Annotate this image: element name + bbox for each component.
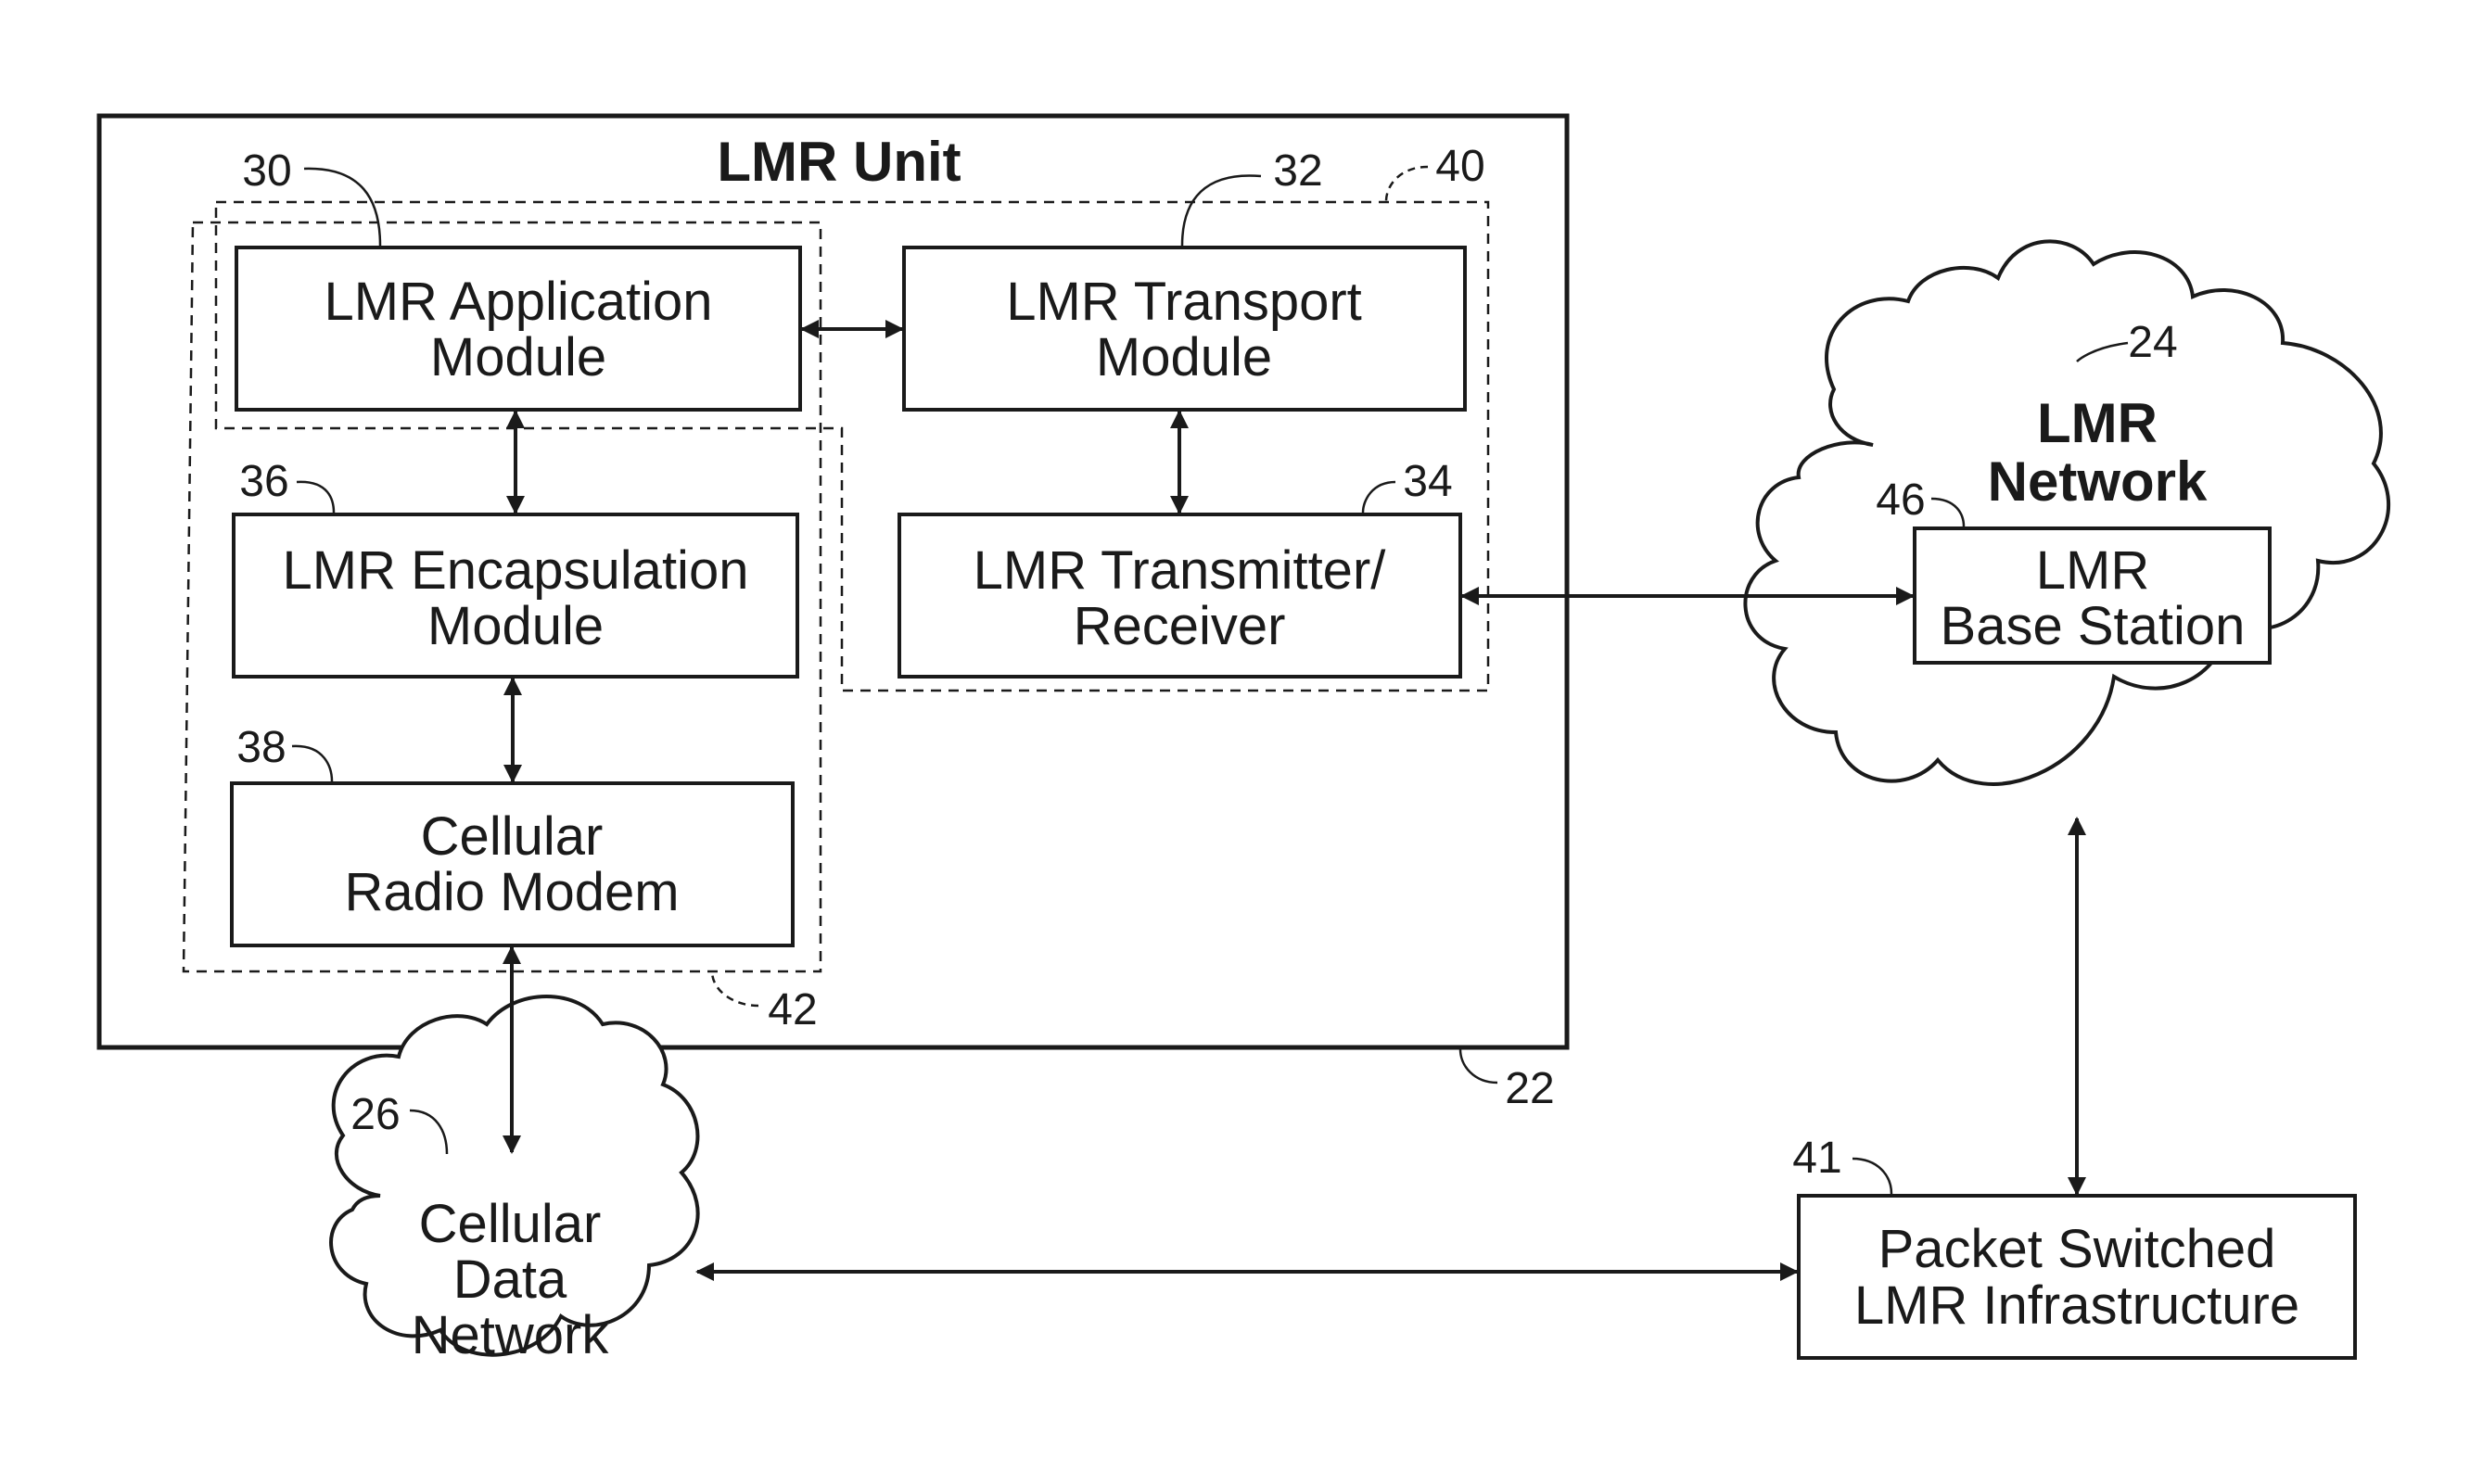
ref-36: 36 (239, 457, 288, 506)
ref-40-leader (1386, 167, 1428, 201)
transmitter-label-2: Receiver (1074, 596, 1286, 656)
lmr-network-label-2: Network (1988, 450, 2208, 513)
ref-41: 41 (1792, 1134, 1841, 1183)
encap-module-label-1: LMR Encapsulation (283, 540, 749, 601)
encap-module-label-2: Module (427, 596, 604, 656)
infrastructure-label-1: Packet Switched (1878, 1219, 2276, 1279)
ref-41-leader (1852, 1159, 1891, 1194)
transmitter-label-1: LMR Transmitter/ (974, 540, 1387, 601)
ref-22: 22 (1505, 1064, 1554, 1113)
base-station-label-2: Base Station (1941, 596, 2246, 656)
transport-module-label-2: Module (1096, 327, 1272, 387)
ref-42: 42 (768, 985, 817, 1034)
lmr-network-label-1: LMR (2037, 392, 2158, 454)
ref-40: 40 (1435, 142, 1484, 191)
ref-30-leader (304, 169, 380, 246)
cellular-network-label-1: Cellular (419, 1194, 602, 1254)
modem-label-1: Cellular (421, 806, 604, 867)
ref-38-leader (292, 746, 332, 781)
ref-32: 32 (1273, 146, 1322, 196)
modem-label-2: Radio Modem (344, 862, 679, 922)
infrastructure-label-2: LMR Infrastructure (1854, 1275, 2299, 1336)
ref-24: 24 (2128, 318, 2177, 367)
base-station-label-1: LMR (2036, 540, 2149, 601)
transport-module-label-1: LMR Transport (1006, 272, 1362, 332)
ref-32-leader (1182, 175, 1261, 246)
ref-22-leader (1460, 1049, 1497, 1083)
cellular-network-label-3: Network (412, 1305, 610, 1365)
ref-34: 34 (1403, 457, 1452, 506)
ref-34-leader (1363, 482, 1395, 513)
app-module-label-1: LMR Application (324, 272, 712, 332)
ref-38: 38 (236, 723, 286, 772)
app-module-label-2: Module (430, 327, 606, 387)
ref-26: 26 (350, 1090, 400, 1139)
ref-46: 46 (1876, 476, 1925, 525)
lmr-network-cloud (1745, 241, 2388, 784)
cellular-network-label-2: Data (453, 1249, 567, 1310)
lmr-unit-title: LMR Unit (717, 131, 961, 193)
ref-36-leader (297, 482, 334, 513)
ref-42-leader (712, 971, 758, 1006)
ref-30: 30 (242, 146, 291, 196)
